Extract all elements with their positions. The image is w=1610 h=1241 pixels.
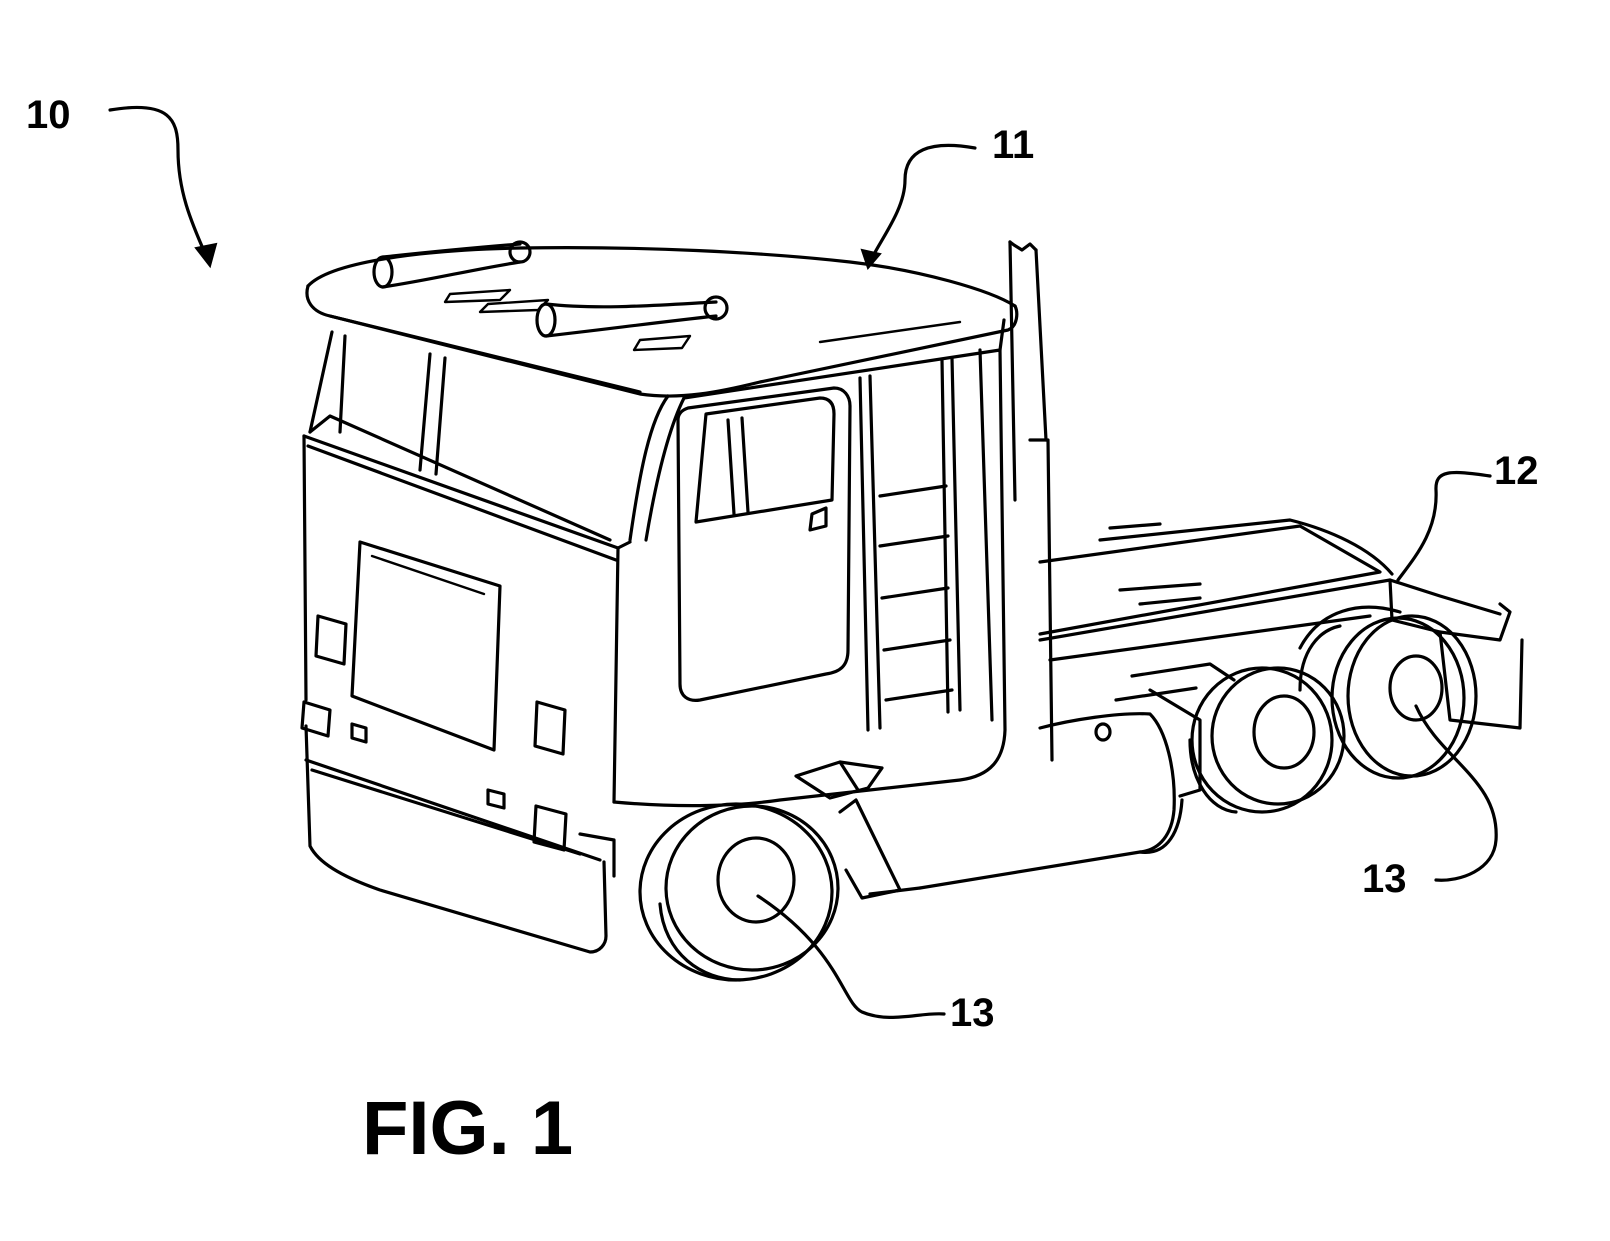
front-wheel — [638, 802, 840, 982]
chassis-frame — [1038, 518, 1524, 730]
step-box — [794, 760, 884, 800]
cab-ladder — [858, 356, 962, 732]
cab-door — [676, 386, 852, 702]
ref-13-rear: 13 — [1362, 857, 1407, 901]
ref-12: 12 — [1494, 449, 1539, 493]
cab-front — [300, 434, 620, 852]
truck-drawing — [300, 240, 1524, 982]
fuel-tank — [838, 712, 1184, 900]
ref-10: 10 — [26, 93, 71, 137]
leader-10 — [108, 105, 210, 262]
leader-13-front — [756, 894, 946, 1019]
arrowhead-11 — [860, 248, 882, 270]
reference-numerals: 10 11 12 13 13 — [26, 93, 1539, 1035]
arrowhead-10 — [194, 242, 218, 269]
cab-roof — [305, 240, 1019, 398]
leader-12 — [1396, 470, 1492, 582]
rear-wheels — [1188, 605, 1478, 814]
cab-side — [612, 318, 1007, 808]
ref-11: 11 — [992, 123, 1034, 167]
rear-suspension — [1114, 662, 1236, 798]
roof-horn-left — [372, 240, 532, 289]
roof-horn-right — [535, 295, 729, 338]
figure-caption: FIG. 1 — [362, 1086, 573, 1171]
leader-11 — [868, 143, 977, 264]
leader-13-rear — [1414, 704, 1498, 882]
exhaust-stack — [1008, 240, 1054, 762]
front-bumper — [304, 724, 616, 954]
ref-13-front: 13 — [950, 991, 995, 1035]
leader-lines — [108, 105, 1498, 1019]
windshield — [308, 330, 686, 542]
